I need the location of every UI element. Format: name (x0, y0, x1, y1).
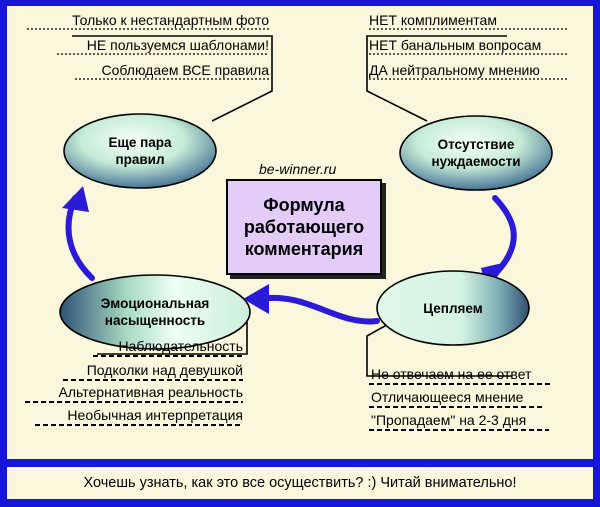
node-bottom-right-label: Цепляем (423, 301, 483, 316)
note-bottom-left-1: Наблюдательность (118, 338, 243, 354)
leader-top-right (366, 35, 507, 122)
leader-bottom-right (366, 321, 512, 377)
arrowhead-left (62, 186, 89, 212)
note-top-left-2: НЕ пользуемся шаблонами! (86, 37, 269, 53)
note-top-right-3: ДА нейтральному мнению (369, 62, 540, 78)
diagram-canvas: Только к нестандартным фото НЕ пользуемс… (7, 6, 593, 459)
center-title-box: Формула работающего комментария (226, 179, 382, 275)
diagram-graphics (25, 28, 569, 431)
note-bottom-right-2: Отличающееся мнение (371, 389, 524, 405)
arrow-bottom-left (256, 294, 380, 325)
note-top-right-2: НЕТ банальным вопросам (369, 37, 542, 53)
note-bottom-left-2: Подколки над девушкой (86, 362, 243, 378)
note-bottom-left-4: Необычная интерпретация (67, 407, 243, 423)
note-top-left-3: Соблюдаем ВСЕ правила (101, 62, 269, 78)
center-title: Формула работающего комментария (243, 195, 365, 259)
node-bottom-left-label: Эмоциональная насыщенность (100, 296, 210, 328)
note-bottom-right-3: "Пропадаем" на 2-3 дня (371, 412, 527, 428)
arrowhead-bottom (243, 284, 269, 314)
node-bottom-left-shape (59, 274, 251, 350)
note-bottom-right-1: Не отвечаем на ее ответ (371, 366, 532, 382)
arrow-right-down (492, 195, 517, 277)
leader-lines (72, 35, 512, 377)
leader-top-left (72, 35, 273, 122)
node-top-right-shape (399, 115, 553, 191)
dashed-underlines (25, 355, 552, 431)
footer-bar: Хочешь узнать, как это все осуществить? … (7, 467, 593, 499)
site-name: be-winner.ru (259, 161, 337, 177)
note-top-right-1: НЕТ комплиментам (369, 12, 497, 28)
note-top-left-1: Только к нестандартным фото (72, 12, 269, 28)
node-top-right-label: Отсутствие нуждаемости (431, 137, 521, 169)
node-bottom-right-shape (376, 270, 530, 346)
footer-text: Хочешь узнать, как это все осуществить? … (83, 475, 517, 491)
node-top-left-shape (63, 113, 217, 189)
underlines (27, 28, 569, 80)
node-top-left-label: Еще пара правил (108, 135, 172, 167)
note-bottom-left-3: Альтернативная реальность (58, 384, 243, 400)
